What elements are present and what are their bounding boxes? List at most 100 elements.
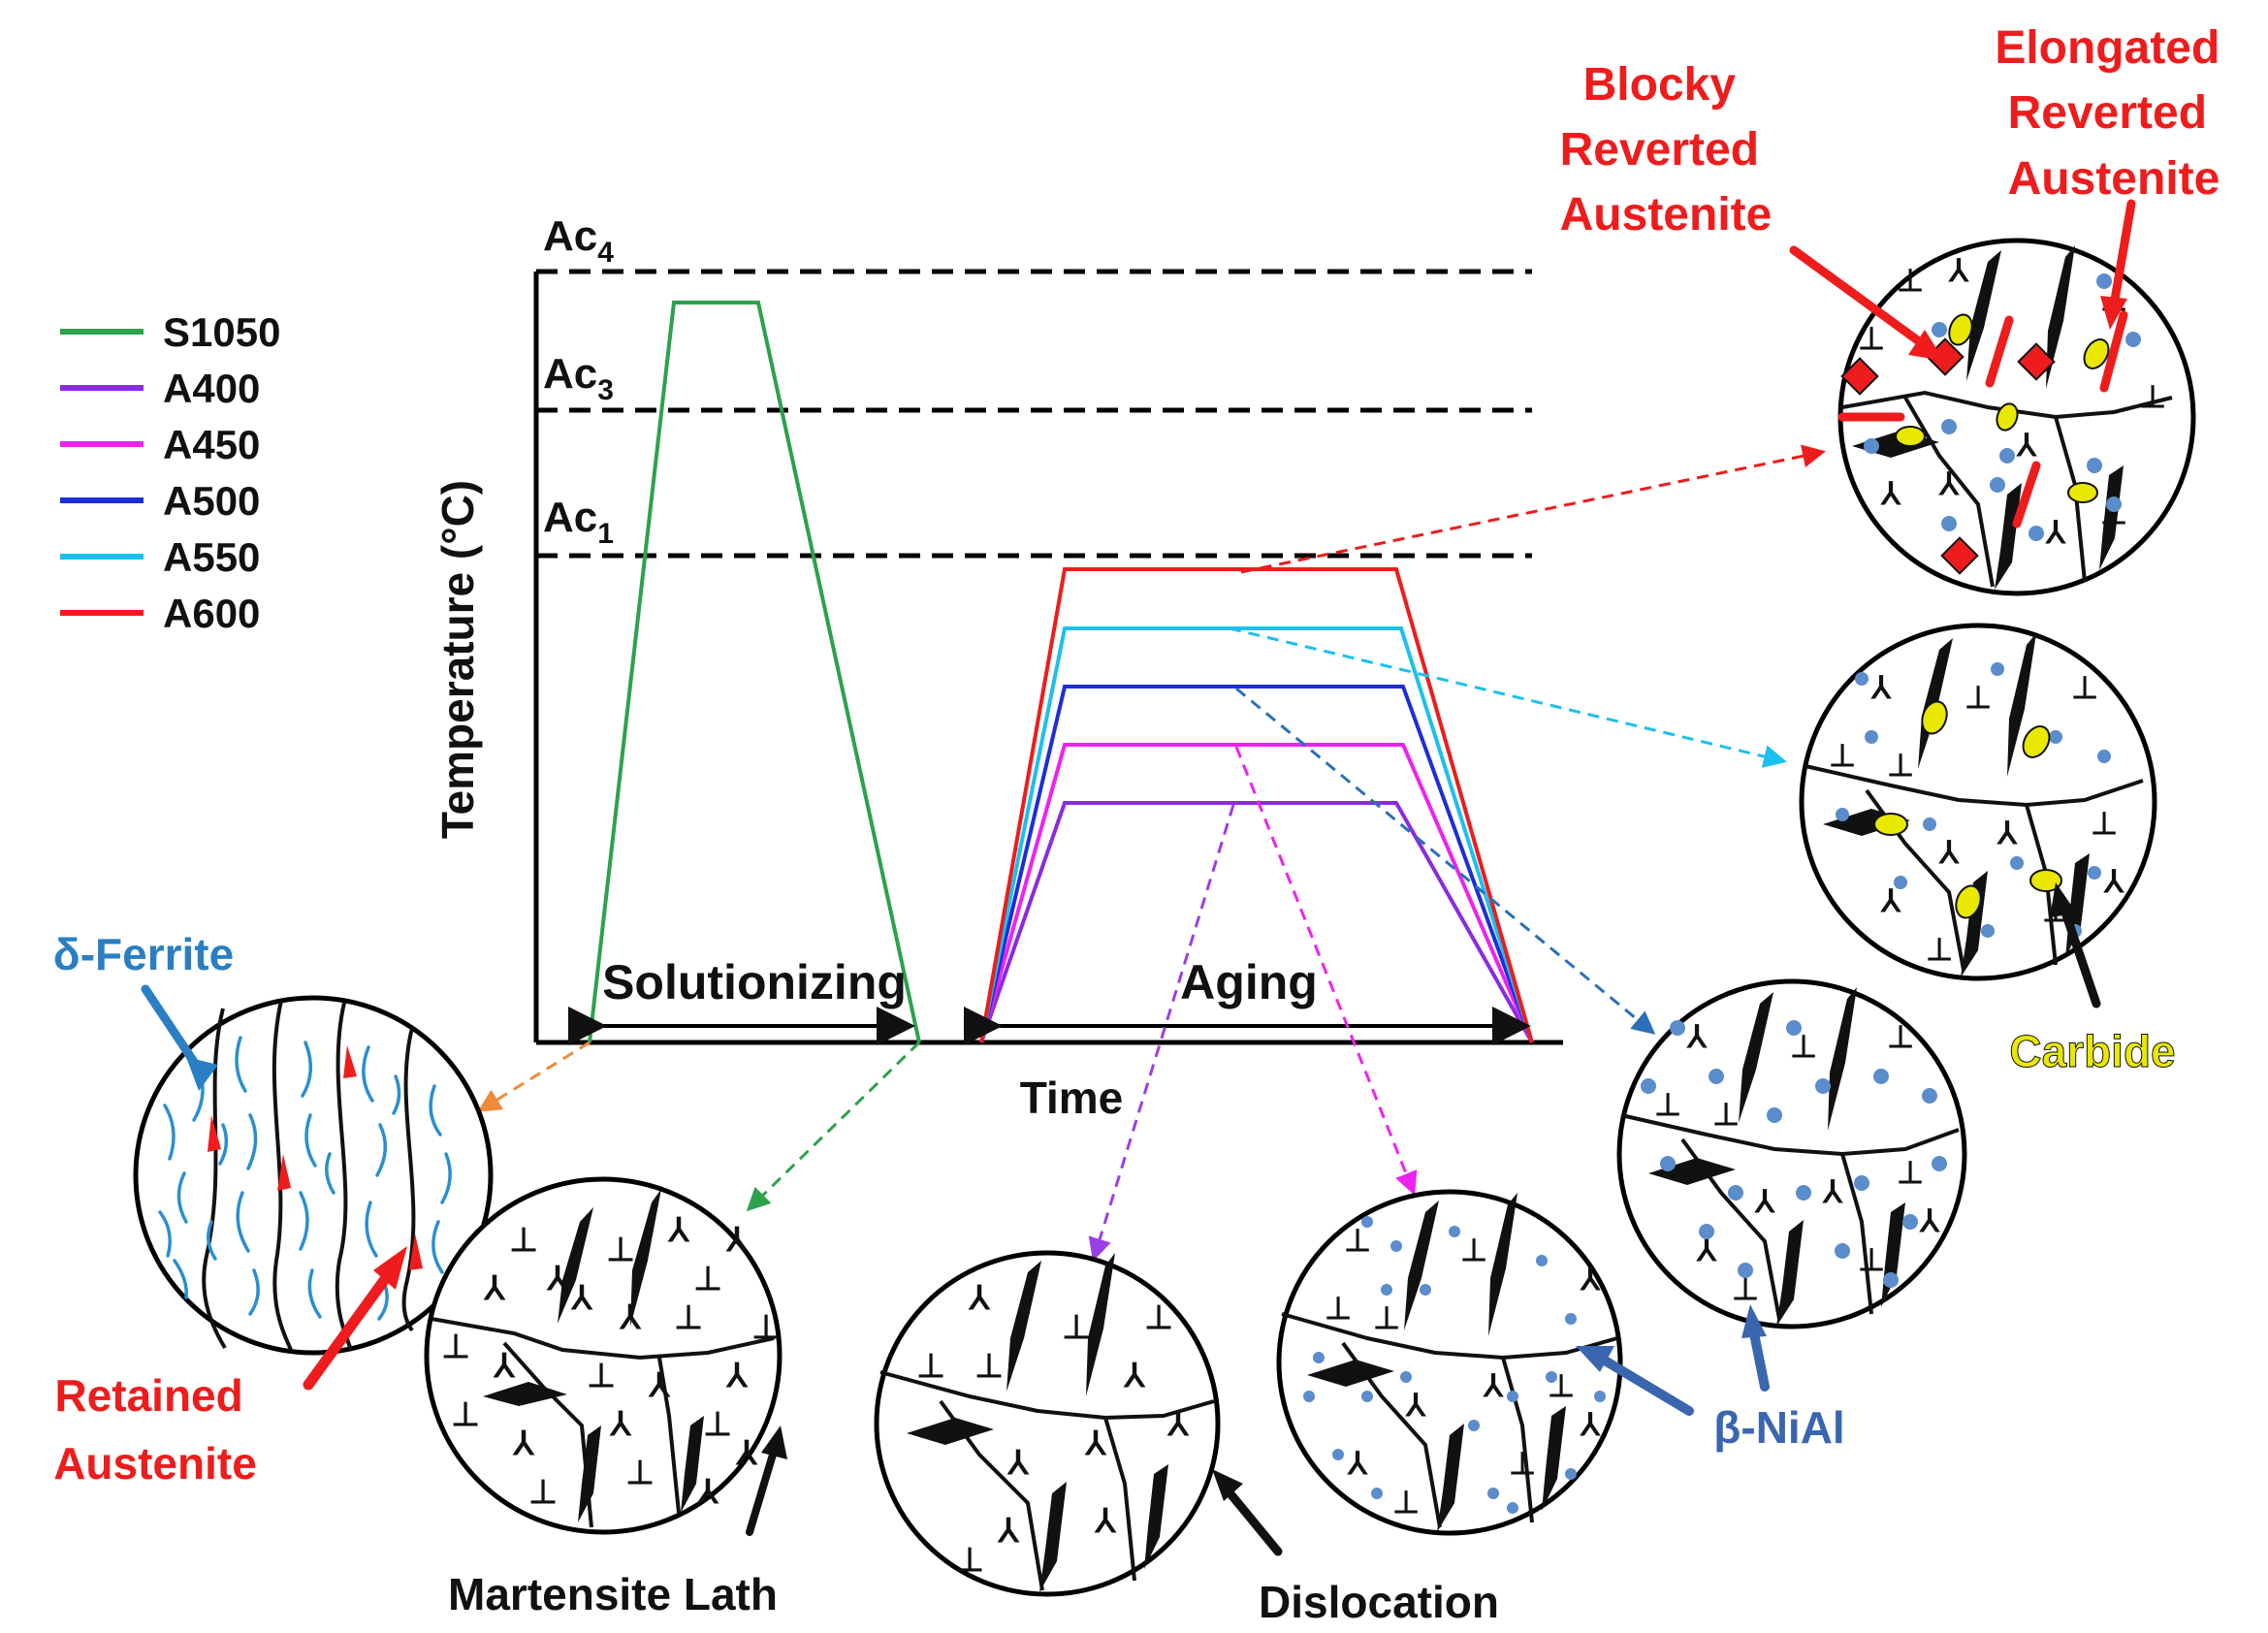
svg-text:⅄: ⅄ (725, 1358, 749, 1394)
solutionizing-curve (588, 301, 921, 1043)
svg-text:⊥: ⊥ (1858, 321, 1885, 356)
legend-label-a450: A450 (163, 422, 260, 467)
svg-text:⊥: ⊥ (1062, 1309, 1091, 1346)
svg-text:⅄: ⅄ (2102, 864, 2124, 899)
annotations: δ-Ferrite Retained Austenite Martensite … (53, 22, 2220, 1627)
micrograph-a550: ⅄⊥⊥ ⊥⊥⊥ ⅄⅄⅄ ⊥⅄⊥ (1799, 623, 2157, 981)
svg-text:⅄: ⅄ (997, 1513, 1020, 1550)
svg-text:⊥: ⊥ (606, 1232, 635, 1268)
svg-text:⊥: ⊥ (1344, 1223, 1371, 1258)
svg-text:⅄: ⅄ (1996, 816, 2018, 850)
ac1-label: Ac1 (543, 494, 614, 550)
legend-label-a500: A500 (163, 478, 260, 524)
arrow-a550-to-micrograph (1229, 626, 1787, 768)
elongated-arrow (2109, 199, 2136, 310)
micrograph-a400: ⅄⊥⊥ ⊥⊥⅄ ⅄⅄⅄ ⅄⅄⊥ (874, 1250, 1221, 1597)
svg-text:⊥: ⊥ (1712, 1097, 1740, 1132)
svg-text:⅄: ⅄ (1937, 835, 1960, 870)
svg-text:⅄: ⅄ (1869, 670, 1892, 705)
y-axis-label: Temperature (°C) (432, 480, 483, 839)
svg-text:⊥: ⊥ (2071, 670, 2098, 705)
delta-ferrite-label: δ-Ferrite (53, 929, 234, 979)
svg-text:⅄: ⅄ (1685, 1019, 1708, 1054)
martensite-lath-arrowhead (761, 1425, 787, 1459)
svg-text:⊥: ⊥ (751, 1309, 781, 1346)
svg-text:⊥: ⊥ (1887, 1019, 1914, 1054)
arrow-a450-to-micrograph (1234, 746, 1418, 1196)
arrow-a500-to-micrograph (1235, 687, 1656, 1035)
arrow-solution-start-to-ferrite (477, 1041, 591, 1112)
micrograph-a600: ⊥⅄⊥ ⊥⊥⅄ ⅄⅄⊥ ⅄ (1837, 238, 2196, 596)
svg-text:⊥: ⊥ (2139, 379, 2166, 414)
ac1-base: Ac (543, 494, 597, 541)
critical-temperature-lines: Ac4 Ac3 Ac1 (536, 212, 1532, 559)
solutionizing-label: Solutionizing (602, 955, 907, 1009)
svg-text:⅄: ⅄ (2015, 428, 2037, 463)
beta-nial-arrow (1595, 1353, 1694, 1416)
svg-text:⅄: ⅄ (1879, 476, 1901, 511)
svg-text:⊥: ⊥ (528, 1474, 558, 1511)
svg-text:⊥: ⊥ (1897, 1155, 1924, 1190)
beta-nial-arrowhead (1576, 1346, 1614, 1372)
curve-a600 (979, 567, 1534, 1043)
svg-text:⅄: ⅄ (1579, 1407, 1601, 1442)
ac3-subscript: 3 (597, 374, 614, 406)
svg-text:⅄: ⅄ (609, 1406, 632, 1443)
svg-text:⅄: ⅄ (725, 1222, 749, 1259)
retained-austenite-label: Retained Austenite (53, 1370, 257, 1489)
svg-text:⊥: ⊥ (1509, 1446, 1536, 1481)
ac1-subscript: 1 (597, 518, 614, 550)
beta-nial-arrow-2 (1748, 1324, 1770, 1392)
blocky-arrowhead (1908, 330, 1944, 361)
curve-a450 (979, 743, 1534, 1043)
svg-text:⅄: ⅄ (1123, 1358, 1146, 1394)
svg-text:⅄: ⅄ (1918, 1203, 1940, 1238)
svg-text:⊥: ⊥ (441, 1329, 470, 1365)
svg-text:⅄: ⅄ (1166, 1406, 1190, 1443)
svg-text:⊥: ⊥ (1144, 1299, 1173, 1336)
x-axis-label: Time (1020, 1073, 1124, 1123)
beta-nial-label: β-NiAl (1713, 1402, 1844, 1453)
svg-text:⅄: ⅄ (570, 1280, 593, 1317)
blocky-line2: Reverted (1560, 124, 1759, 176)
arrow-a400-to-micrograph (1088, 804, 1235, 1262)
svg-text:⅄: ⅄ (1482, 1368, 1504, 1403)
retained-austenite-arrowhead (373, 1246, 407, 1290)
svg-text:⅄: ⅄ (1404, 1388, 1426, 1423)
svg-text:⊥: ⊥ (916, 1348, 945, 1385)
legend-label-a600: A600 (163, 591, 260, 636)
svg-text:⅄: ⅄ (619, 1299, 642, 1336)
svg-text:⅄: ⅄ (483, 1270, 506, 1307)
svg-text:⊥: ⊥ (955, 1542, 984, 1579)
curve-a400 (979, 801, 1534, 1043)
delta-ferrite-arrowhead (186, 1057, 218, 1091)
svg-text:⊥: ⊥ (2091, 806, 2118, 841)
svg-text:⅄: ⅄ (1821, 1174, 1843, 1209)
svg-text:⅄: ⅄ (1094, 1503, 1117, 1540)
stage-labels: Solutionizing Aging (568, 955, 1531, 1045)
svg-text:⊥: ⊥ (1887, 748, 1914, 783)
svg-text:⅄: ⅄ (735, 1435, 758, 1472)
blocky-reverted-austenite-label: Blocky Reverted Austenite (1560, 59, 1773, 240)
curve-a500 (979, 685, 1534, 1043)
svg-text:⊥: ⊥ (587, 1358, 616, 1394)
martensite-lath-label: Martensite Lath (448, 1569, 778, 1619)
dislocation-arrow (1219, 1481, 1283, 1556)
svg-text:⅄: ⅄ (648, 1367, 671, 1404)
elongated-line2: Reverted (2008, 87, 2207, 139)
svg-text:⅄: ⅄ (1947, 253, 1969, 288)
svg-text:⊥: ⊥ (1654, 1087, 1681, 1122)
svg-text:⊥: ⊥ (1325, 1291, 1352, 1326)
svg-text:⊥: ⊥ (974, 1348, 1004, 1385)
micrograph-a450: ⊥⊥⅄ ⊥⊥⊥ ⅄⅄⅄ ⊥⅄⊥ (1276, 1189, 1623, 1536)
ac3-label: Ac3 (543, 350, 614, 406)
carbide-label: Carbide (2009, 1026, 2175, 1076)
arrow-solution-end-to-martensite (746, 1041, 921, 1212)
svg-text:⅄: ⅄ (667, 1212, 690, 1249)
svg-text:⅄: ⅄ (1084, 1425, 1107, 1462)
legend-label-a400: A400 (163, 366, 260, 411)
svg-text:⊥: ⊥ (625, 1455, 655, 1491)
ac4-base: Ac (543, 212, 597, 260)
pointer-arrows (477, 444, 1826, 1262)
ac3-base: Ac (543, 350, 597, 398)
